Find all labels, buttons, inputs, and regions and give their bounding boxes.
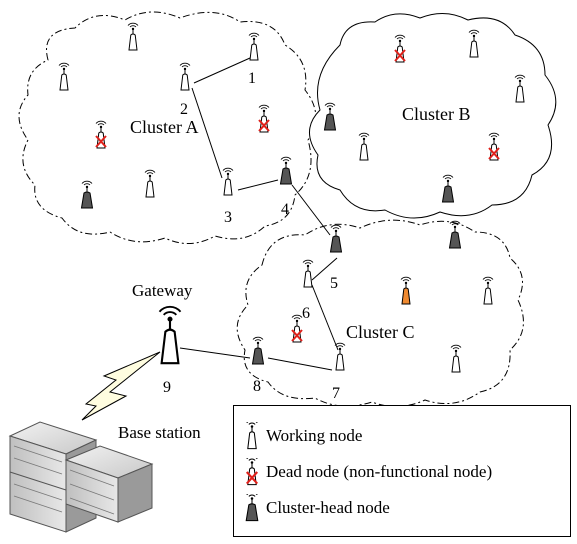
routing-path [179, 57, 339, 371]
working-node [248, 32, 260, 61]
path-label-9: 9 [163, 379, 171, 396]
wireless-link-bolt [81, 351, 161, 421]
base-station-label: Base station [118, 423, 201, 442]
working-node [468, 29, 480, 58]
cluster-head-node [448, 220, 462, 249]
legend-label-head: Cluster-head node [266, 498, 390, 517]
dead-node [394, 34, 406, 63]
path-label-5: 5 [330, 275, 338, 292]
path-label-6: 6 [302, 305, 310, 322]
working-node [450, 344, 462, 373]
legend-item-head: Cluster-head node [242, 492, 390, 524]
cluster-head-node [441, 174, 455, 203]
cluster-head-node [279, 156, 293, 185]
dead-node [488, 132, 500, 161]
path-label-4: 4 [281, 201, 289, 218]
working-node-icon [246, 422, 258, 450]
dead-node-icon [245, 458, 259, 486]
cluster-head-node [329, 224, 343, 253]
cluster-head-node-icon [245, 494, 259, 522]
legend-label-working: Working node [266, 426, 363, 445]
legend-item-working: Working node [242, 420, 362, 452]
cluster-a-cloud [18, 11, 317, 244]
working-node [482, 276, 494, 305]
legend: Working node Dead node (non-functional n… [233, 405, 571, 537]
cluster-b-label: Cluster B [402, 104, 471, 124]
working-node [127, 22, 139, 51]
cluster-a-label: Cluster A [130, 117, 199, 137]
low-energy-node [400, 276, 412, 305]
dead-node [258, 104, 270, 133]
working-node [302, 259, 314, 288]
path-label-1: 1 [248, 70, 256, 87]
gateway-label: Gateway [132, 281, 193, 300]
working-node [358, 132, 370, 161]
path-label-7: 7 [332, 385, 340, 402]
legend-item-dead: Dead node (non-functional node) [242, 456, 492, 488]
working-node [222, 167, 234, 196]
cluster-c-cloud [236, 219, 524, 407]
path-label-8: 8 [253, 378, 261, 395]
working-node [514, 74, 526, 103]
cluster-b-cloud [309, 13, 557, 219]
cluster-c-label: Cluster C [346, 322, 415, 342]
working-node [334, 342, 346, 371]
working-node [144, 169, 156, 198]
base-station-servers [8, 421, 154, 533]
cluster-head-node [251, 336, 265, 365]
path-label-3: 3 [224, 209, 232, 226]
cluster-head-node [323, 102, 337, 131]
working-node [179, 62, 191, 91]
gateway-node [158, 305, 182, 365]
dead-node [291, 314, 303, 343]
working-node [58, 62, 70, 91]
cluster-head-node [80, 180, 94, 209]
dead-node [95, 120, 107, 149]
path-label-2: 2 [180, 101, 188, 118]
legend-label-dead: Dead node (non-functional node) [266, 462, 493, 481]
